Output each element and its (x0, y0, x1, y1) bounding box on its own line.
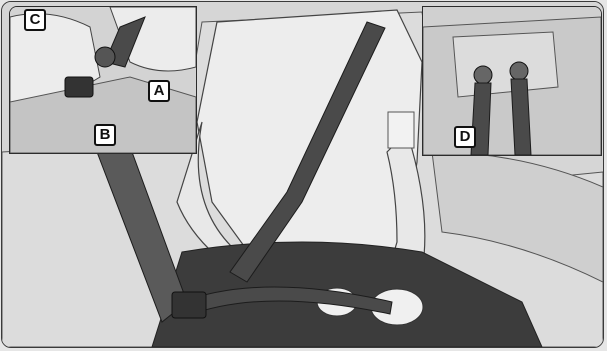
inset-right: D (422, 6, 602, 156)
callout-c: C (24, 9, 46, 31)
inset-left-latch (65, 77, 93, 97)
inset-right-cushion (453, 32, 558, 97)
inset-right-anchor-2 (510, 62, 528, 80)
callout-d: D (454, 126, 476, 148)
callout-b: B (94, 124, 116, 146)
inset-right-anchor-1 (474, 66, 492, 84)
inset-right-scene (423, 7, 601, 155)
inset-left-anchor (95, 47, 115, 67)
buckle-lower (172, 292, 206, 318)
inset-right-strap-2 (511, 79, 531, 155)
inset-left: A B C (9, 6, 197, 154)
shirt-pocket (388, 112, 414, 148)
callout-a: A (148, 80, 170, 102)
